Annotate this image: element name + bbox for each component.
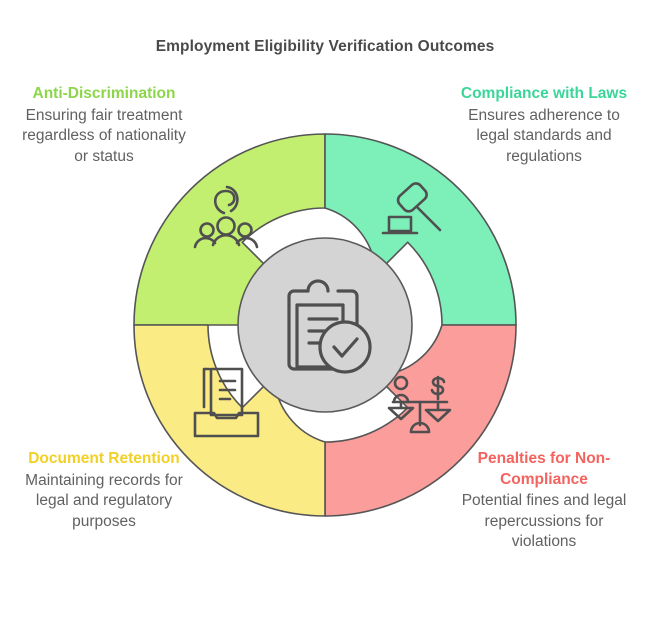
- page-title: Employment Eligibility Verification Outc…: [155, 38, 495, 55]
- group-of-people-icon: [193, 185, 259, 249]
- segment-description-anti-discrimination: Ensuring fair treatment regardless of na…: [22, 106, 186, 165]
- gavel-icon: [381, 182, 442, 235]
- donut-wheel: [133, 133, 517, 517]
- segment-label-penalties-for-non-compliance: Penalties for Non-Compliance Potential f…: [456, 449, 632, 553]
- segment-description-document-retention: Maintaining records for legal and regula…: [25, 471, 183, 530]
- segment-label-anti-discrimination: Anti-Discrimination Ensuring fair treatm…: [16, 84, 192, 167]
- segment-description-compliance-with-laws: Ensures adherence to legal standards and…: [468, 106, 620, 165]
- segment-description-penalties-for-non-compliance: Potential fines and legal repercussions …: [461, 492, 627, 551]
- segment-wedge-document-retention[interactable]: [133, 324, 326, 517]
- segment-title-document-retention: Document Retention: [28, 450, 180, 467]
- segment-title-penalties-for-non-compliance: Penalties for Non-Compliance: [477, 450, 611, 488]
- document-tray-icon: [193, 367, 260, 438]
- segment-label-document-retention: Document Retention Maintaining records f…: [16, 449, 192, 532]
- center-circle: [237, 237, 413, 413]
- segment-label-compliance-with-laws: Compliance with Laws Ensures adherence t…: [456, 84, 632, 167]
- scales-of-justice-icon: [387, 375, 452, 434]
- segment-title-anti-discrimination: Anti-Discrimination: [32, 85, 176, 102]
- segment-title-compliance-with-laws: Compliance with Laws: [460, 85, 628, 102]
- clipboard-check-icon: [287, 279, 372, 374]
